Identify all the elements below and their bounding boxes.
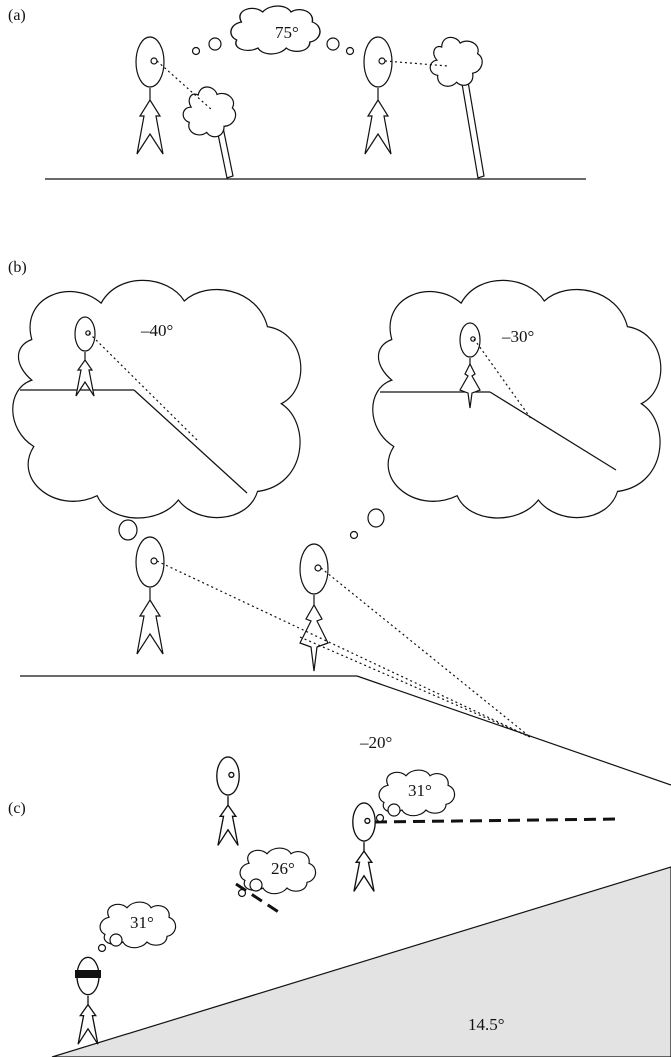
thought-cloud-left bbox=[12, 279, 302, 519]
cloud-right-scene bbox=[380, 322, 617, 471]
thought-bubble bbox=[118, 519, 138, 541]
thought-bubble bbox=[97, 943, 107, 953]
gaze-line bbox=[374, 817, 621, 824]
panel-c-label: (c) bbox=[8, 800, 26, 817]
panel-a: (a) 75° bbox=[8, 5, 586, 180]
hill-angle: –20° bbox=[359, 733, 392, 752]
panel-b: (b) –40° –30° –20° bbox=[8, 259, 671, 786]
person-a-right bbox=[363, 36, 393, 155]
sign-right bbox=[429, 36, 485, 179]
thought-bubble bbox=[345, 46, 355, 56]
person-b-woman bbox=[299, 543, 329, 672]
angle-estimate-3: 31° bbox=[408, 781, 432, 800]
panel-b-label: (b) bbox=[8, 259, 27, 276]
gaze-line bbox=[156, 560, 531, 738]
thought-bubble bbox=[367, 508, 385, 528]
hill-slope bbox=[356, 675, 671, 786]
person-b-man bbox=[135, 536, 165, 655]
person-c-right bbox=[352, 802, 376, 893]
person-c-middle bbox=[216, 756, 240, 847]
gaze-line bbox=[235, 882, 284, 917]
thought-bubble bbox=[109, 933, 123, 947]
gaze-line bbox=[320, 567, 531, 738]
panel-c: (c) 31° 26° 31° 14.5° bbox=[8, 756, 671, 1057]
panel-a-label: (a) bbox=[8, 7, 26, 24]
thought-bubble bbox=[375, 813, 385, 823]
gaze-line bbox=[156, 60, 213, 111]
thought-cloud-right bbox=[372, 279, 662, 519]
angle-estimate: 75° bbox=[275, 23, 299, 42]
sign-left bbox=[182, 86, 237, 179]
thought-bubble bbox=[237, 888, 247, 898]
person-a-left bbox=[135, 36, 165, 155]
gaze-line bbox=[299, 636, 531, 738]
cloud-left-scene bbox=[20, 316, 248, 494]
person-c-blindfolded bbox=[75, 956, 101, 1045]
thought-bubble bbox=[191, 46, 201, 56]
hill-angle: 14.5° bbox=[468, 1015, 505, 1034]
angle-estimate-right: –30° bbox=[501, 327, 534, 346]
gaze-line bbox=[384, 60, 449, 67]
angle-estimate-1: 31° bbox=[130, 913, 154, 932]
angle-estimate-2: 26° bbox=[271, 859, 295, 878]
angle-estimate-left: –40° bbox=[140, 321, 173, 340]
thought-bubble bbox=[249, 878, 263, 892]
thought-bubble bbox=[349, 530, 359, 540]
thought-bubble bbox=[208, 37, 222, 51]
thought-bubble bbox=[387, 803, 401, 817]
thought-bubble bbox=[326, 37, 340, 51]
hill bbox=[51, 866, 671, 1057]
